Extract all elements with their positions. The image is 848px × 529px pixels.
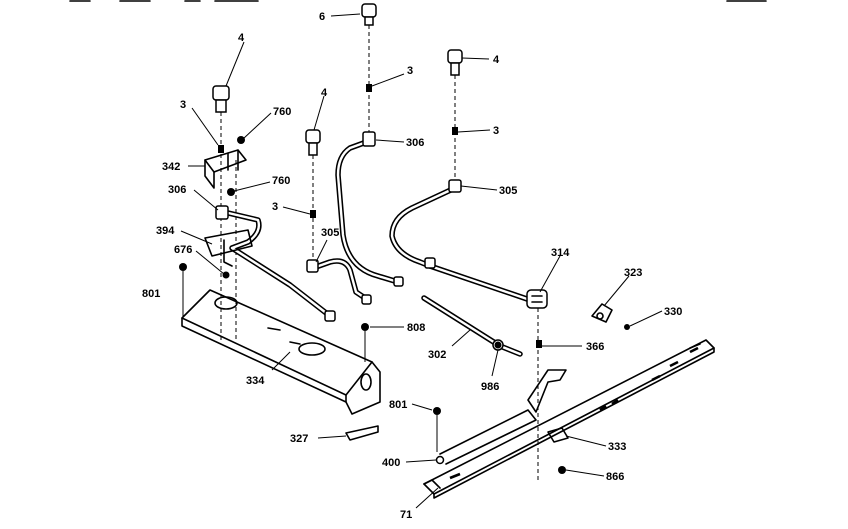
screw-801-lower [433, 407, 441, 452]
callout-306: 306 [406, 137, 424, 149]
screw-801-left [179, 263, 187, 318]
callout-330: 330 [664, 306, 682, 318]
callout-3: 3 [180, 99, 186, 111]
burner-tube-306-upper [335, 131, 404, 287]
burner-tube-305-right [389, 179, 533, 303]
burner-tube-305-center [306, 258, 372, 305]
callout-314: 314 [551, 247, 570, 259]
callout-808: 808 [407, 322, 425, 334]
callout-4: 4 [238, 32, 245, 44]
callout-986: 986 [481, 381, 499, 393]
callout-4: 4 [321, 87, 328, 99]
bracket-323 [591, 303, 613, 323]
leader-lines [180, 13, 663, 509]
callout-801: 801 [142, 288, 160, 300]
valve-bracket [439, 369, 567, 465]
clip-327 [345, 425, 379, 441]
callout-labels: 6 3 4 3 306 4 305 4 3 760 342 760 306 4 … [142, 11, 682, 521]
callout-302: 302 [428, 349, 446, 361]
burner-tube-306-left [215, 205, 336, 322]
callout-4: 4 [493, 54, 500, 66]
callout-71: 71 [400, 509, 412, 521]
callout-760: 760 [272, 175, 290, 187]
bracket-394 [204, 229, 253, 267]
callout-327: 327 [290, 433, 308, 445]
screw-330 [624, 324, 630, 330]
callout-394: 394 [156, 225, 175, 237]
callout-801: 801 [389, 399, 407, 411]
screw-866 [558, 466, 566, 474]
callout-866: 866 [606, 471, 624, 483]
callout-3: 3 [493, 125, 499, 137]
burner-base-71 [423, 339, 715, 499]
spring-366 [536, 340, 542, 348]
callout-3: 3 [272, 201, 278, 213]
screw-676 [222, 271, 230, 279]
callout-333: 333 [608, 441, 626, 453]
callout-305: 305 [321, 227, 339, 239]
screw-808 [361, 323, 369, 362]
screws-760 [227, 136, 245, 196]
callout-3: 3 [407, 65, 413, 77]
manifold-302 [421, 295, 523, 357]
bracket-334 [181, 289, 381, 415]
callout-366: 366 [586, 341, 604, 353]
callout-342: 342 [162, 161, 180, 173]
screw-986 [494, 341, 502, 349]
callout-676: 676 [174, 244, 192, 256]
bracket-333 [547, 427, 569, 443]
callout-400: 400 [382, 457, 400, 469]
callout-334: 334 [246, 375, 265, 387]
callout-306: 306 [168, 184, 186, 196]
bracket-342 [204, 149, 247, 189]
clip-400 [435, 455, 445, 465]
valve-314 [526, 289, 548, 480]
orifice-hood-4-right [447, 49, 463, 180]
callout-760: 760 [273, 106, 291, 118]
callout-323: 323 [624, 267, 642, 279]
orifice-hood-6 [361, 3, 377, 132]
callout-6: 6 [319, 11, 325, 23]
callout-305: 305 [499, 185, 517, 197]
orifice-hood-4-center [305, 129, 321, 262]
orifice-hood-4-left [212, 85, 237, 340]
